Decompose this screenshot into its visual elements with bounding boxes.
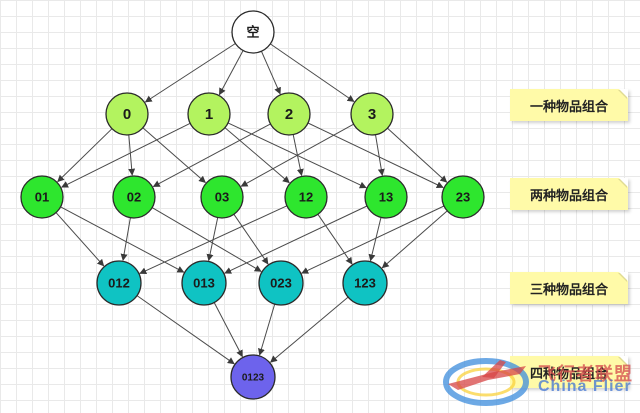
edge-1-12 [224,127,290,184]
edge-2-02 [152,123,271,188]
node-label: 03 [215,189,229,204]
edge-0-02 [128,134,136,176]
note-two-label: 两种物品组合 [529,187,608,203]
edge-02-023 [151,207,262,272]
node-level3: 013 [181,260,227,306]
edge-13-123 [368,217,382,262]
edge-0-01 [57,128,113,183]
node-level2: 12 [284,175,328,219]
edge-03-023 [233,214,269,265]
node-level2: 03 [200,175,244,219]
node-circle [441,175,485,219]
note-four-item-combos: 四种物品组合 [510,356,628,388]
edge-13-013 [224,205,368,274]
edge-2-23 [307,122,444,188]
node-label: 2 [285,106,293,123]
node-label: 123 [354,275,376,290]
watermark-logo: 飞行者联盟 China Flier [434,344,640,413]
edge-0-03 [142,127,206,183]
edge-013-0123 [213,302,243,358]
node-label: 012 [108,275,130,290]
node-level3: 012 [96,260,142,306]
note-two-item-combos: 两种物品组合 [510,178,628,210]
node-label: 3 [368,106,376,123]
node-level2: 02 [112,175,156,219]
node-label: 空 [246,24,259,39]
node-label: 01 [35,189,49,204]
edge-02-012 [120,217,131,261]
node-label: 12 [299,189,313,204]
edge-01-013 [60,206,185,273]
plane-logo-icon [443,358,529,406]
node-circle [258,260,304,306]
edge-01-012 [55,212,105,267]
edge-123-0123 [270,296,349,363]
node-circle [350,92,394,136]
node-label: 023 [270,275,292,290]
edge-3-13 [375,134,385,176]
watermark-sub: China Flier [538,378,632,395]
node-level2: 23 [441,175,485,219]
node-label: 23 [456,189,470,204]
node-level1: 3 [350,92,394,136]
edge-空-0 [144,43,236,103]
note-three-item-combos: 三种物品组合 [510,272,628,304]
node-circle [112,175,156,219]
node-label: 13 [379,189,393,204]
node-level3: 123 [342,260,388,306]
edge-012-0123 [136,295,235,365]
edge-23-023 [301,205,445,274]
node-circle [181,260,227,306]
node-circle [267,92,311,136]
node-circle [200,175,244,219]
watermark-text: 飞行者联盟 [538,364,633,384]
note-one-label: 一种物品组合 [529,98,608,114]
node-circle [187,92,231,136]
edge-023-0123 [258,303,276,356]
node-label: 013 [193,275,215,290]
node-label: 1 [205,106,213,123]
edge-空-1 [218,50,244,96]
edge-03-013 [206,217,219,262]
node-circle [364,175,408,219]
note-one-item-combos: 一种物品组合 [510,89,628,121]
node-level1: 1 [187,92,231,136]
edge-23-123 [381,210,448,269]
edge-12-012 [139,205,288,274]
edge-1-01 [61,122,191,188]
edge-空-2 [260,50,281,95]
node-label: 02 [127,189,141,204]
node-circle [231,10,275,54]
node-label: 0 [123,106,131,123]
edge-12-123 [317,214,353,265]
node-circle [342,260,388,306]
edge-空-3 [270,43,355,102]
node-level2: 13 [364,175,408,219]
edge-3-03 [240,123,354,187]
edges-layer [55,43,448,365]
edge-3-23 [387,127,448,183]
node-root: 空 [231,10,275,54]
node-level3: 023 [258,260,304,306]
node-circle [96,260,142,306]
node-level4: 0123 [230,354,276,400]
node-circle [230,354,276,400]
note-three-label: 三种物品组合 [529,281,608,297]
node-label: 0123 [242,373,265,384]
note-four-label: 四种物品组合 [529,365,608,381]
node-level1: 2 [267,92,311,136]
node-level1: 0 [105,92,149,136]
node-circle [20,175,64,219]
node-circle [284,175,328,219]
node-level2: 01 [20,175,64,219]
node-circle [105,92,149,136]
